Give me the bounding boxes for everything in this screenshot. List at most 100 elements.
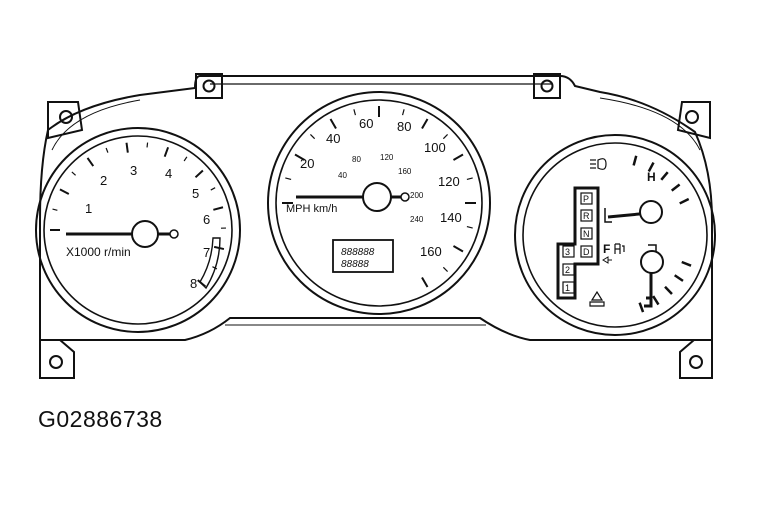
speedometer: 20 40 60 80 100 120 140 160 40 80 120 16… [267, 91, 491, 315]
minor-tick [210, 187, 216, 191]
gauge-tick [660, 171, 669, 181]
tachometer-tick-marks [50, 142, 226, 288]
minor-tick [309, 133, 316, 140]
odometer-display: 888888 88888 [332, 239, 394, 273]
tachometer-dial [43, 135, 233, 325]
tach-label: 3 [130, 163, 137, 178]
headlight-indicator-icon [590, 158, 607, 170]
gauge-tick [652, 295, 660, 306]
major-tick [163, 146, 170, 158]
major-tick [194, 169, 204, 179]
gear-r: R [583, 211, 590, 221]
gauge-tick [681, 260, 692, 267]
minor-tick [466, 225, 473, 229]
minor-tick [442, 266, 449, 273]
kmh-label: 40 [338, 171, 347, 180]
kmh-label: 240 [410, 215, 424, 224]
minor-tick [466, 177, 473, 181]
tach-label: 4 [165, 166, 172, 181]
gauge-tick [664, 285, 673, 295]
screw-hole [685, 110, 699, 124]
gear-3: 3 [565, 247, 570, 257]
major-tick [213, 206, 224, 211]
gear-1: 1 [565, 283, 570, 293]
gauge-tick [679, 197, 690, 205]
fuel-full-label: F [603, 242, 610, 256]
gear-n: N [583, 229, 590, 239]
speedometer-unit-label: MPH km/h [286, 203, 337, 215]
mph-label: 100 [424, 140, 446, 155]
speedometer-kmh-labels: 40 80 120 160 200 240 [338, 153, 424, 224]
tachometer-unit-label: X1000 r/min [66, 245, 131, 259]
mph-label: 60 [359, 116, 373, 131]
minor-tick [183, 156, 188, 162]
cluster-housing [39, 75, 713, 341]
kmh-label: 200 [410, 191, 424, 200]
fuel-tick-marks [638, 260, 692, 313]
minor-tick [146, 142, 149, 148]
temperature-fuel-gauge: H P R N D 3 2 1 F [514, 134, 716, 336]
fuel-pump-icon [589, 290, 605, 307]
mph-label: 20 [300, 156, 314, 171]
kmh-label: 160 [398, 167, 412, 176]
minor-tick [353, 109, 357, 116]
temperature-hot-label: H [647, 170, 656, 184]
screw-hole [49, 355, 63, 369]
major-tick [86, 157, 95, 167]
gauge-tick [647, 162, 655, 173]
gear-letter-boxes [562, 192, 593, 294]
temperature-tick-marks [632, 155, 690, 205]
figure-id-label: G02886738 [38, 406, 163, 432]
gauge-tick [673, 274, 684, 282]
temperature-needle [604, 200, 663, 224]
major-tick [421, 118, 429, 130]
minor-tick [52, 208, 58, 211]
speedometer-outer-ring [267, 91, 491, 315]
major-tick [125, 142, 129, 153]
major-tick [59, 188, 70, 195]
major-tick [421, 276, 429, 288]
minor-tick [442, 133, 449, 140]
major-tick [452, 153, 464, 161]
mph-label: 140 [440, 210, 462, 225]
minor-tick [105, 147, 109, 153]
minor-tick [285, 177, 292, 181]
gauge-tick [670, 183, 681, 192]
fuel-door-icon [614, 243, 625, 254]
gear-2: 2 [565, 265, 570, 275]
tach-label: 2 [100, 173, 107, 188]
screw-hole [689, 355, 703, 369]
minor-tick [71, 171, 76, 176]
kmh-label: 120 [380, 153, 394, 162]
gear-indicator-strip: P R N D 3 2 1 [556, 186, 600, 300]
tachometer-redline-zone [199, 237, 221, 290]
tachometer-tick-labels: 1 2 3 4 5 6 7 8 [85, 163, 210, 291]
mph-label: 120 [438, 174, 460, 189]
speedometer-needle [296, 182, 410, 212]
odometer-line-1: 888888 [341, 247, 375, 258]
tach-label: 1 [85, 201, 92, 216]
major-tick [329, 118, 337, 130]
kmh-label: 80 [352, 155, 361, 164]
screw-hole [202, 79, 216, 93]
fuel-low-arrow-icon [602, 256, 612, 264]
mph-label: 160 [420, 244, 442, 259]
tach-label: 5 [192, 186, 199, 201]
speedometer-tick-marks [282, 106, 476, 288]
speedometer-dial [275, 99, 483, 307]
screw-hole [540, 79, 554, 93]
gear-d: D [583, 247, 590, 257]
mph-label: 40 [326, 131, 340, 146]
odometer-line-2: 88888 [341, 259, 369, 270]
major-tick [294, 153, 306, 161]
tach-label: 6 [203, 212, 210, 227]
mounting-tabs [39, 73, 713, 379]
fuel-needle [640, 244, 664, 308]
screw-hole [59, 110, 73, 124]
tachometer: 1 2 3 4 5 6 7 8 X1000 r/min [35, 127, 241, 333]
gauge-tick [638, 302, 645, 313]
tach-label: 7 [203, 245, 210, 260]
right-gauge-dial [522, 142, 708, 328]
right-gauge-outer-ring [514, 134, 716, 336]
